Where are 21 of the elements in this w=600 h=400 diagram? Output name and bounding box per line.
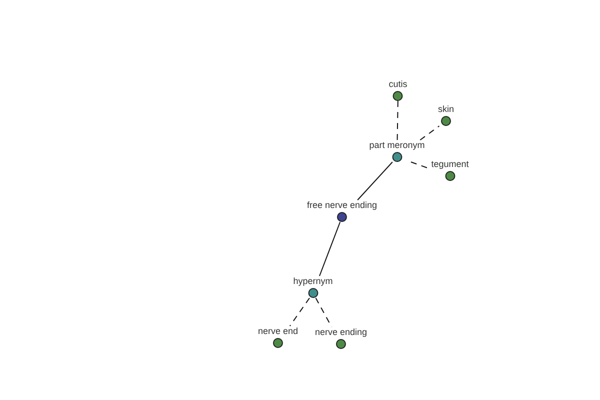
graph-node bbox=[388, 79, 408, 101]
node-label: skin bbox=[438, 104, 454, 115]
graph-node bbox=[293, 276, 333, 298]
node-label: tegument bbox=[431, 159, 469, 170]
graph-node bbox=[431, 159, 469, 181]
graph-node bbox=[314, 327, 368, 349]
node-label: nerve end bbox=[258, 326, 298, 337]
node-label: free nerve ending bbox=[306, 200, 378, 211]
node-label: hypernym bbox=[293, 276, 333, 287]
connector bbox=[318, 222, 341, 276]
dashed-connector bbox=[396, 100, 398, 140]
graph-node bbox=[306, 200, 378, 222]
graph-node bbox=[438, 104, 454, 126]
graph-node bbox=[369, 140, 425, 162]
graph-node bbox=[258, 326, 298, 348]
node-label: cutis bbox=[388, 79, 408, 90]
node-label: nerve ending bbox=[314, 327, 368, 338]
dashed-connector bbox=[420, 126, 440, 140]
dashed-connector bbox=[289, 298, 310, 326]
node-label: part meronym bbox=[369, 140, 425, 151]
connector bbox=[357, 162, 393, 200]
